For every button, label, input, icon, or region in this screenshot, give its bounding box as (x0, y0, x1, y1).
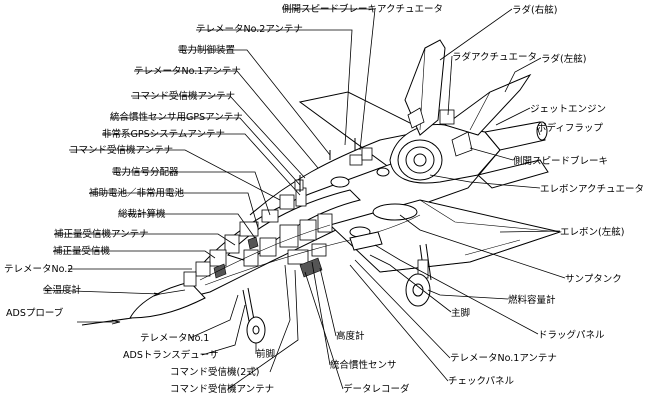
label-body-flap: ボディフラップ (537, 122, 603, 134)
label-side-speed-brake: 側開スピードブレーキ (513, 155, 608, 167)
label-sump-tank: サンプタンク (565, 274, 622, 285)
label-integrated-computer: 総裁計算機 (118, 208, 166, 220)
label-telemeter-no1-antenna-top: テレメータNo.1アンテナ (134, 66, 241, 77)
label-telemeter-no1-antenna-bottom: テレメータNo.1アンテナ (450, 353, 557, 364)
label-altimeter: 高度計 (336, 330, 365, 342)
label-correction-receiver: 補正量受信機 (53, 245, 111, 257)
label-command-receiver-antenna-2: コマンド受信機アンテナ (69, 144, 173, 156)
label-emergency-gps-antenna: 非常系GPSシステムアンテナ (102, 128, 225, 140)
label-rudder-left: ラダ(左舷) (541, 53, 586, 65)
label-command-receiver-antenna-1: コマンド受信機アンテナ (131, 90, 235, 102)
label-main-gear: 主脚 (451, 307, 470, 319)
label-rudder-actuator: ラダアクチュエータ (452, 51, 537, 63)
label-jet-engine: ジェットエンジン (530, 104, 606, 115)
label-command-receiver-dual: コマンド受信機(2式) (170, 366, 259, 378)
label-command-receiver-antenna-3: コマンド受信機アンテナ (170, 383, 274, 395)
leader-lines (42, 8, 566, 390)
label-correction-receiver-antenna: 補正量受信機アンテナ (54, 228, 149, 240)
label-elevon-left: エレボン(左舷) (560, 226, 624, 238)
labels: 側開スピードブレーキアクチュエータ テレメータNo.2アンテナ ラダ(右舷) 電… (4, 3, 644, 395)
label-telemeter-no2: テレメータNo.2 (4, 264, 73, 275)
label-elevon-actuator: エレボンアクチュエータ (540, 184, 644, 195)
label-total-temp-gauge: 全温度計 (43, 284, 82, 296)
label-data-recorder: データレコーダ (343, 383, 410, 395)
label-check-panel: チェックパネル (448, 376, 515, 387)
label-power-control-unit: 電力制御装置 (178, 44, 235, 56)
label-rudder-right: ラダ(右舷) (512, 4, 557, 16)
label-telemeter-no1: テレメータNo.1 (140, 333, 209, 344)
label-aux-emergency-battery: 補助電池／非常用電池 (89, 187, 185, 199)
label-telemeter-no2-antenna: テレメータNo.2アンテナ (196, 24, 303, 35)
label-side-speed-brake-actuator: 側開スピードブレーキアクチュエータ (282, 3, 443, 15)
aircraft-outline (81, 39, 562, 344)
label-ads-transducer: ADSトランスデューサ (123, 349, 218, 361)
label-fuel-gauge: 燃料容量計 (508, 294, 556, 306)
label-ins-gps-antenna: 統合慣性センサ用GPSアンテナ (110, 111, 243, 123)
label-drag-panel: ドラッグパネル (538, 329, 605, 341)
label-ins: 統合慣性センサ (330, 359, 397, 371)
label-ads-probe: ADSプローブ (6, 307, 64, 319)
label-nose-gear: 前脚 (256, 348, 275, 360)
label-power-signal-distributor: 電力信号分配器 (112, 166, 179, 178)
